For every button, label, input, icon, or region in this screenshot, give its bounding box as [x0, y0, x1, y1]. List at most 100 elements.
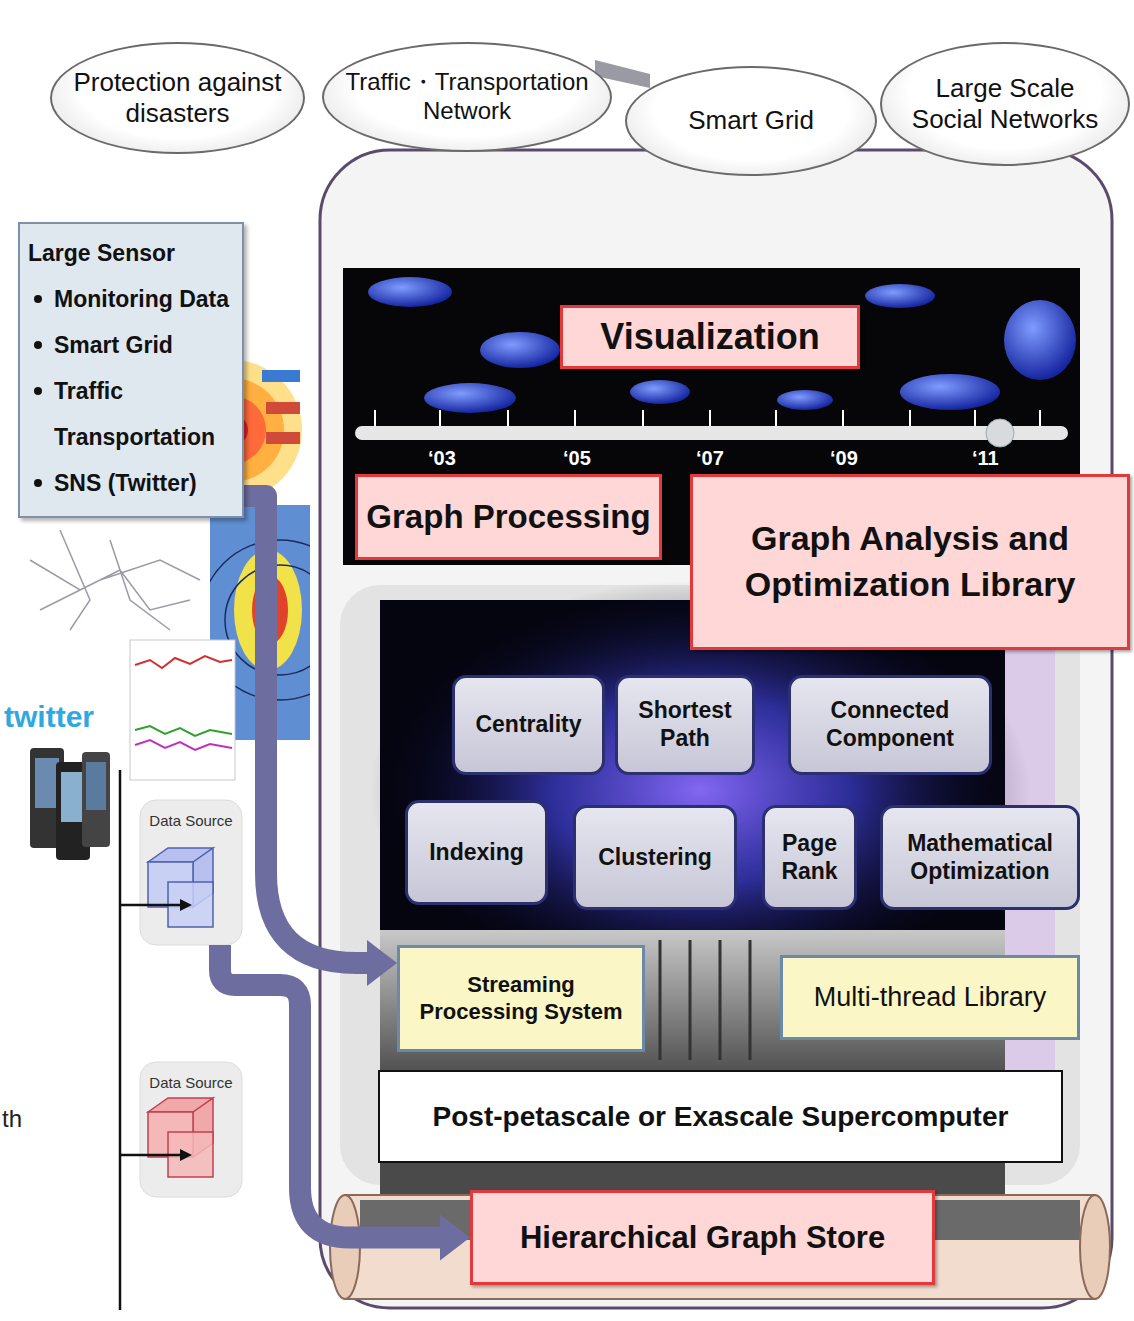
application-ellipse: Protection against disasters: [50, 42, 305, 154]
feature-box: Graph Analysis and Optimization Library: [690, 474, 1130, 650]
list-item: Traffic Transportation: [28, 368, 234, 460]
timeline-knob: [986, 419, 1014, 447]
node-title: Shortest Path: [624, 697, 746, 752]
list-item: Smart Grid: [28, 322, 234, 368]
node-title: Data Source: [144, 812, 238, 830]
application-ellipse: Smart Grid: [625, 66, 877, 176]
sensor-chart: [130, 640, 235, 780]
text-group: Large SensorMonitoring DataSmart GridTra…: [28, 230, 234, 506]
list-item: Monitoring Data: [28, 276, 234, 322]
bubble: [865, 284, 935, 308]
phone-screen: [61, 772, 85, 822]
text-group: Graph Analysis and Optimization Library: [703, 516, 1117, 608]
algorithm-box: Centrality: [452, 675, 605, 775]
algorithm-box: Mathematical Optimization: [880, 805, 1080, 910]
algorithm-box: Clustering: [573, 805, 737, 910]
platform-outline: [320, 150, 1112, 1308]
platform-box: Post-petascale or Exascale Supercomputer: [378, 1070, 1063, 1163]
bullet-dot: [34, 341, 42, 349]
bullet-dot: [34, 387, 42, 395]
bubble: [368, 277, 452, 307]
map-tag: [266, 432, 300, 444]
algorithm-box: Shortest Path: [615, 675, 755, 775]
timeline-bar: [355, 426, 1068, 440]
sensor-box: Large SensorMonitoring DataSmart GridTra…: [18, 222, 244, 518]
list-text: Smart Grid: [54, 322, 234, 368]
text-group: Smart Grid: [645, 105, 857, 136]
application-ellipse: Large Scale Social Networks: [880, 42, 1130, 166]
arrow-head: [440, 1215, 470, 1261]
node-title: Connected Component: [797, 697, 983, 752]
list-text: Traffic Transportation: [54, 368, 234, 460]
node-title: Post-petascale or Exascale Supercomputer: [390, 1100, 1051, 1134]
feed-line: [120, 904, 182, 907]
text-group: Indexing: [414, 839, 539, 867]
node-title: Mathematical Optimization: [889, 830, 1071, 885]
bullet-dot: [34, 295, 42, 303]
flow-arrow: [244, 496, 397, 986]
runtime-box: Streaming Processing System: [397, 945, 645, 1052]
bubble: [480, 332, 560, 368]
bubble: [424, 383, 516, 413]
node-title: Large Sensor: [28, 230, 234, 276]
year-label: ‘07: [696, 447, 724, 469]
text-group: Connected Component: [797, 697, 983, 752]
runtime-box: Multi-thread Library: [780, 955, 1080, 1040]
node-title: Hierarchical Graph Store: [483, 1219, 922, 1256]
node-title: Centrality: [461, 711, 596, 739]
list-item: SNS (Twitter): [28, 460, 234, 506]
bubble: [1004, 300, 1076, 380]
feature-box: Graph Processing: [355, 474, 662, 560]
text-group: Data Source: [144, 812, 238, 830]
text-group: Mathematical Optimization: [889, 830, 1071, 885]
text-group: Data Source: [144, 1074, 238, 1092]
node-title: Large Scale Social Networks: [904, 73, 1106, 135]
node-title: Data Source: [144, 1074, 238, 1092]
chart-line: [135, 656, 232, 668]
bullet-dot: [34, 479, 42, 487]
text-group: Large Scale Social Networks: [904, 73, 1106, 135]
bubble: [900, 374, 1000, 410]
node-title: Protection against disasters: [70, 67, 285, 129]
feed-head: [180, 1149, 192, 1161]
phone-screen: [86, 762, 106, 810]
phone: [82, 752, 110, 847]
node-title: Visualization: [573, 315, 847, 358]
algorithm-box: Indexing: [405, 800, 548, 905]
chart-line: [135, 740, 232, 750]
node-title: Graph Analysis and Optimization Library: [703, 516, 1117, 608]
text-group: Visualization: [573, 315, 847, 358]
feed-line: [120, 1154, 182, 1157]
algorithm-box: Page Rank: [762, 805, 857, 910]
phone-screen: [35, 758, 59, 808]
node-title: Clustering: [582, 844, 728, 872]
list-text: SNS (Twitter): [54, 460, 234, 506]
year-label: ‘11: [972, 447, 999, 469]
data-source-node: Data Source: [140, 1062, 242, 1197]
text-group: Shortest Path: [624, 697, 746, 752]
text-group: Graph Processing: [366, 497, 651, 537]
list-text: Monitoring Data: [54, 276, 234, 322]
year-label: ‘09: [830, 447, 858, 469]
text-group: Post-petascale or Exascale Supercomputer: [390, 1100, 1051, 1134]
data-bus: [119, 770, 122, 1310]
bubble: [777, 390, 833, 410]
node-title: Graph Processing: [366, 497, 651, 537]
arrow-body: [244, 496, 371, 963]
application-ellipse: Traffic・Transportation Network: [322, 42, 612, 152]
node-title: Page Rank: [770, 830, 849, 885]
cylinder-end: [1080, 1195, 1110, 1299]
node-title: Streaming Processing System: [410, 972, 632, 1025]
road-network: [30, 530, 200, 630]
feature-box: Visualization: [560, 305, 860, 369]
cut-text: th: [2, 1106, 22, 1132]
node-title: Indexing: [414, 839, 539, 867]
arrow-head: [367, 940, 397, 986]
text-group: Streaming Processing System: [410, 972, 632, 1025]
text-group: Centrality: [461, 711, 596, 739]
year-label: ‘05: [563, 447, 591, 469]
text-group: Protection against disasters: [70, 67, 285, 129]
text-group: Traffic・Transportation Network: [342, 68, 592, 126]
twitter-logo: twitter: [4, 700, 94, 733]
